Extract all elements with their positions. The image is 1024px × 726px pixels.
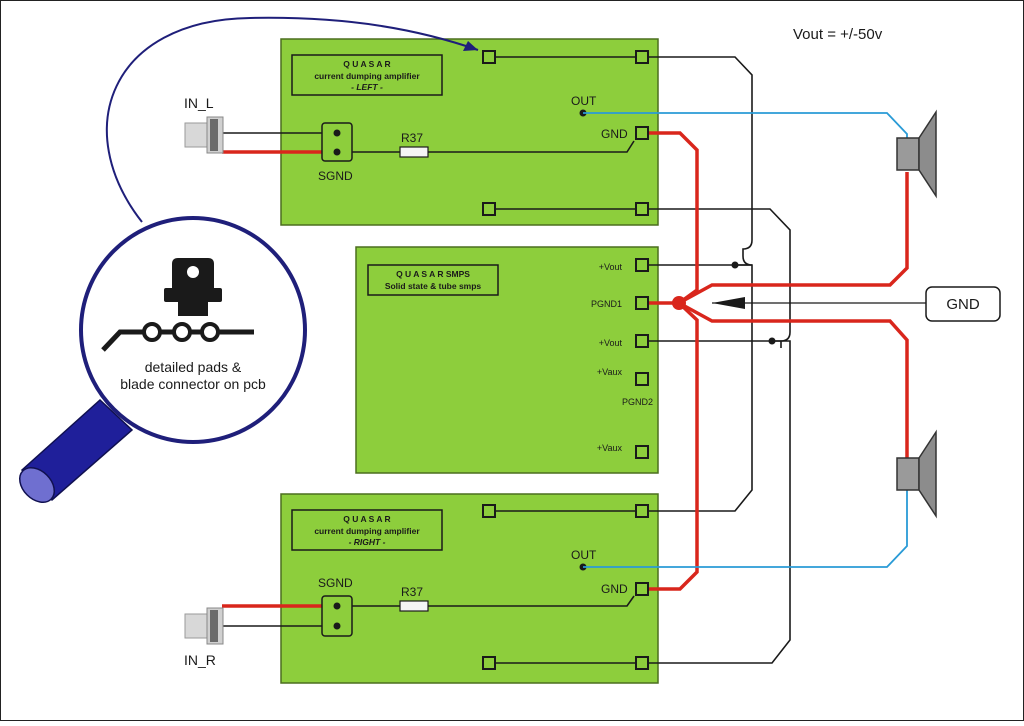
smps-title-box: [367, 264, 499, 296]
input-label-left: IN_L: [184, 95, 214, 111]
amp-right-title-line2: current dumping amplifier: [314, 526, 420, 536]
callout-curve: [106, 16, 479, 223]
gnd-terminal-label: GND: [946, 296, 980, 313]
pad: [635, 334, 649, 348]
pad: [635, 372, 649, 386]
resistor-label-right: R37: [401, 585, 423, 599]
smps-pin-label: +Vaux: [597, 367, 623, 377]
star-ground-point: [672, 296, 686, 310]
pad: [482, 202, 496, 216]
sgnd-pin: [333, 622, 341, 630]
sgnd-label-right: SGND: [318, 576, 353, 590]
black-wires: [222, 56, 791, 664]
pad: [482, 504, 496, 518]
magnifier-caption-line2: blade connector on pcb: [120, 376, 266, 392]
gnd-label-right: GND: [601, 582, 628, 596]
sgnd-connector-right: [321, 595, 353, 637]
resistor-r37-right: [399, 600, 429, 612]
amp-left-title-line2: current dumping amplifier: [314, 71, 420, 81]
input-jack-left: [184, 116, 224, 154]
pad: [635, 445, 649, 459]
smps-pin-label: PGND2: [622, 397, 653, 407]
sgnd-label-left: SGND: [318, 169, 353, 183]
sgnd-pin: [333, 148, 341, 156]
resistor-label-left: R37: [401, 131, 423, 145]
smps-title-line2: Solid state & tube smps: [385, 281, 482, 291]
smps-pin-label: +Vaux: [597, 443, 623, 453]
pad: [635, 258, 649, 272]
out-label-right: OUT: [571, 548, 597, 562]
speaker-bottom-icon: [896, 429, 937, 519]
vout-note: Vout = +/-50v: [793, 26, 883, 43]
blade-connector-icon: [164, 258, 222, 316]
smps-title-line1: Q U A S A R SMPS: [396, 269, 470, 279]
pcb-pads-icon: [101, 322, 254, 352]
pad: [482, 656, 496, 670]
sgnd-pin: [333, 602, 341, 610]
amp-left-title-line1: Q U A S A R: [343, 59, 390, 69]
pad: [635, 202, 649, 216]
pad: [482, 50, 496, 64]
magnifier-handle-icon: [18, 398, 134, 504]
amp-left-title-line3: - LEFT -: [351, 82, 383, 92]
gnd-arrowhead: [712, 297, 745, 309]
input-label-right: IN_R: [184, 652, 216, 668]
smps-pin-label: +Vout: [599, 338, 623, 348]
amp-right-title-line3: - RIGHT -: [349, 537, 386, 547]
pad: [635, 50, 649, 64]
pad: [635, 504, 649, 518]
resistor-r37-left: [399, 146, 429, 158]
speaker-top-icon: [896, 109, 937, 199]
pad: [635, 296, 649, 310]
junction-dot: [731, 261, 739, 269]
magnifier-caption-line1: detailed pads &: [145, 359, 242, 375]
gnd-terminal-box: [925, 286, 1001, 322]
smps-pin-label: PGND1: [591, 299, 622, 309]
sgnd-connector-left: [321, 122, 353, 162]
amp-left-title-box: [291, 54, 443, 96]
pad: [635, 582, 649, 596]
pads: [482, 50, 649, 670]
amp-right-title-line1: Q U A S A R: [343, 514, 390, 524]
junction-dot: [768, 337, 776, 345]
out-label-left: OUT: [571, 94, 597, 108]
smps-pin-label: +Vout: [599, 262, 623, 272]
output-wires: [583, 112, 908, 568]
sgnd-pin: [333, 129, 341, 137]
input-jack-right: [184, 607, 224, 645]
callout-arrowhead: [463, 41, 478, 51]
amp-right-title-box: [291, 509, 443, 551]
pad: [635, 656, 649, 670]
gnd-label-left: GND: [601, 127, 628, 141]
pad: [635, 126, 649, 140]
